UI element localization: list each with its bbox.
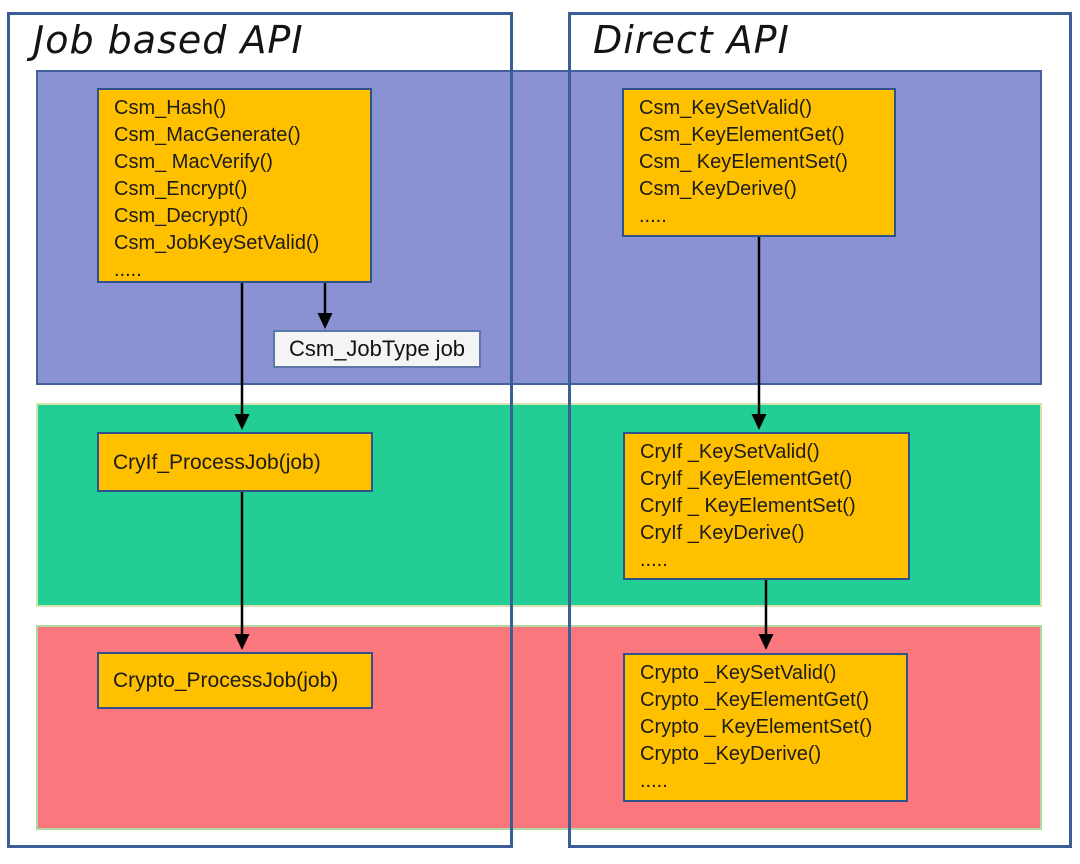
job-based-api-group [7, 12, 513, 848]
direct-api-title: Direct API [593, 18, 790, 62]
crypto-processjob-box: Crypto_ProcessJob(job) [97, 652, 373, 709]
job-based-api-title: Job based API [33, 18, 304, 62]
crypto-key-functions-box: Crypto _KeySetValid() Crypto _KeyElement… [623, 653, 908, 802]
cryif-processjob-box: CryIf_ProcessJob(job) [97, 432, 373, 492]
cryif-key-functions-box: CryIf _KeySetValid() CryIf _KeyElementGe… [623, 432, 910, 580]
csm-job-functions-box: Csm_Hash() Csm_MacGenerate() Csm_ MacVer… [97, 88, 372, 283]
csm-jobtype-box: Csm_JobType job [273, 330, 481, 368]
csm-key-functions-box: Csm_KeySetValid() Csm_KeyElementGet() Cs… [622, 88, 896, 237]
direct-api-group [568, 12, 1072, 848]
